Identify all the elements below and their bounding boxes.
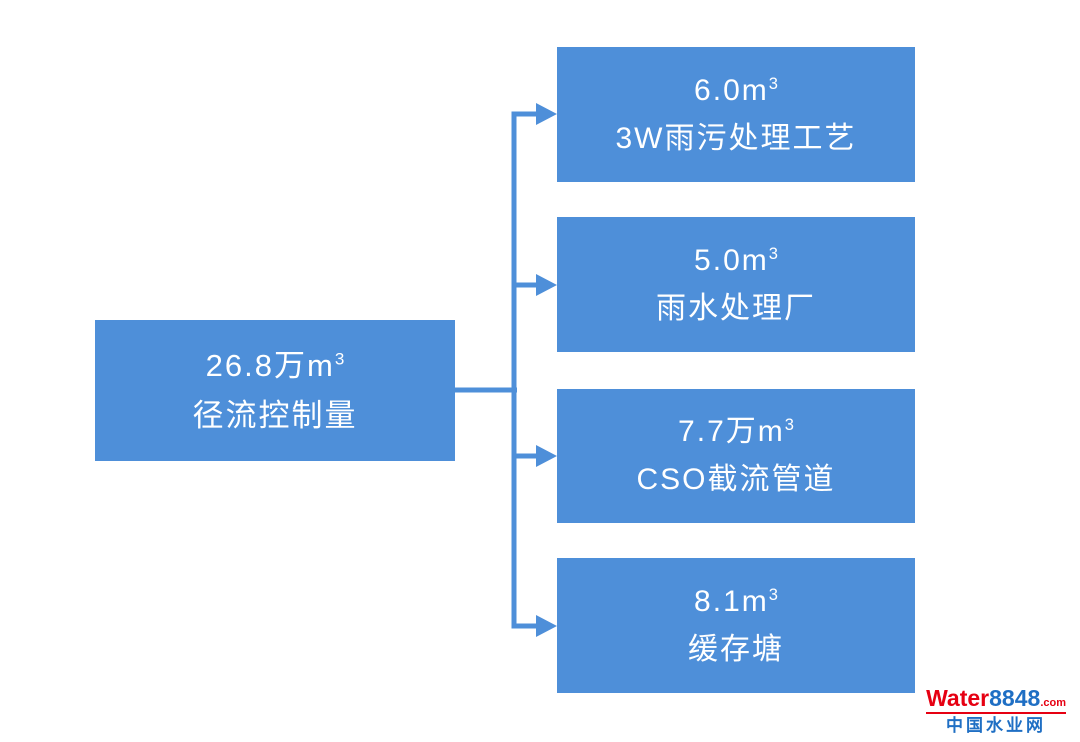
child-box-value: 7.7万m3 <box>678 408 794 456</box>
watermark-logo: Water8848.com <box>926 685 1066 711</box>
child-box-value: 6.0m3 <box>694 67 778 115</box>
child-box-value-text: 8.1m <box>694 584 769 618</box>
child-box-label: 缓存塘 <box>688 632 784 666</box>
watermark: Water8848.com 中国水业网 <box>926 685 1066 736</box>
arrowhead-icon-2 <box>536 274 557 296</box>
cubed-superscript: 3 <box>768 74 778 93</box>
arrowhead-icon-1 <box>536 103 557 125</box>
watermark-number: 8848 <box>989 685 1041 712</box>
child-box-stormwater-plant: 5.0m3 雨水处理厂 <box>557 217 915 352</box>
child-box-treatment-process: 6.0m3 3W雨污处理工艺 <box>557 47 915 182</box>
watermark-brand: Water <box>926 685 990 712</box>
child-box-label: CSO截流管道 <box>636 463 836 496</box>
child-box-buffer-pond: 8.1m3 缓存塘 <box>557 558 915 693</box>
child-box-value: 8.1m3 <box>694 578 778 626</box>
watermark-domain: .com <box>1040 697 1066 710</box>
root-box-label: 径流控制量 <box>192 397 358 433</box>
arrowhead-icon-4 <box>536 615 557 637</box>
child-box-value-text: 5.0m <box>694 243 769 277</box>
cubed-superscript: 3 <box>784 416 794 434</box>
root-box-value: 26.8万m3 <box>206 341 345 391</box>
cubed-superscript: 3 <box>768 585 778 604</box>
arrowhead-icon-3 <box>536 445 557 467</box>
root-box-value-text: 26.8万m <box>205 347 335 383</box>
child-box-cso-pipeline: 7.7万m3 CSO截流管道 <box>557 389 915 523</box>
cubed-superscript: 3 <box>768 244 778 263</box>
child-box-value-text: 7.7万m <box>678 415 785 448</box>
child-box-value: 5.0m3 <box>694 237 778 285</box>
child-box-label: 3W雨污处理工艺 <box>615 121 857 155</box>
child-box-value-text: 6.0m <box>694 73 769 107</box>
cubed-superscript: 3 <box>334 349 345 369</box>
child-box-label: 雨水处理厂 <box>656 291 816 325</box>
root-box: 26.8万m3 径流控制量 <box>95 320 455 461</box>
watermark-subtitle: 中国水业网 <box>926 712 1066 736</box>
